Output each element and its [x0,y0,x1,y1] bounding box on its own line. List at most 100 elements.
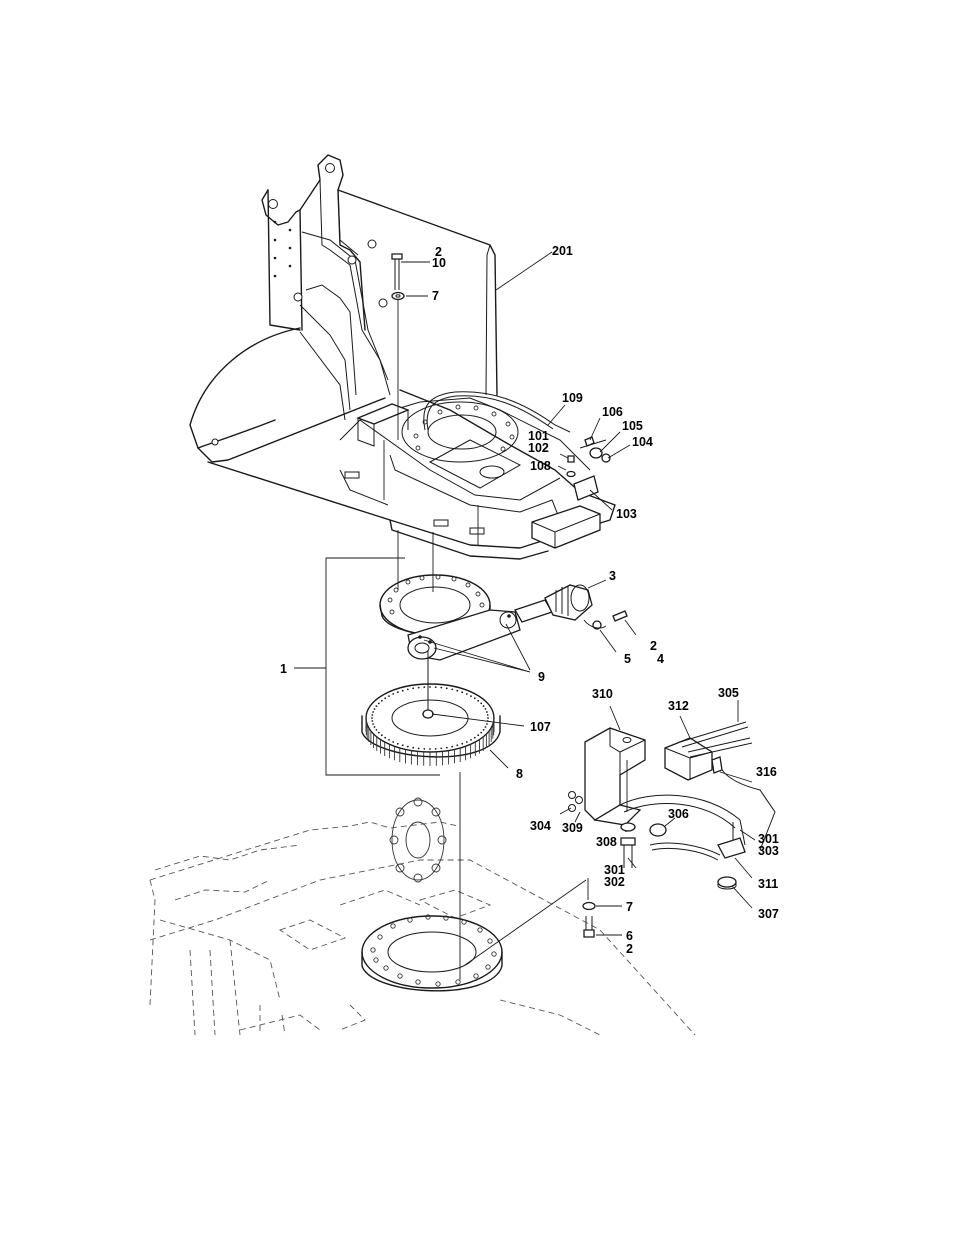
gear-tooth-mark [401,689,404,692]
gear-tooth-mark [440,747,443,750]
gear-tooth-mark [470,695,472,697]
gear-tooth-mark [371,717,373,719]
gear-tooth-mark [371,720,374,722]
callout-4: 4 [657,652,664,666]
gear-tooth-mark [417,686,420,689]
callout-307: 307 [758,907,779,921]
callout-305: 305 [718,686,739,700]
gear-tooth-mark [392,693,395,695]
bolt-lower [582,901,596,938]
slew-gear-ring [361,683,501,766]
callout-10: 10 [432,256,446,270]
callout-1: 1 [280,662,287,676]
callout-301: 301 [604,863,625,877]
callout-101: 101 [528,429,549,443]
callout-5: 5 [624,652,631,666]
gear-tooth-mark [477,734,480,737]
callout-301: 301 [758,832,779,846]
gear-tooth-mark [373,726,376,728]
gear-tooth-mark [486,723,488,725]
gear-tooth-mark [456,744,459,747]
gear-tooth-mark [377,702,380,705]
gear-tooth-mark [392,741,395,743]
gear-tooth-mark [461,691,464,694]
gear-tooth-mark [406,745,409,748]
gear-tooth-mark [396,742,399,745]
callout-309: 309 [562,821,583,835]
gear-tooth-mark [480,731,483,734]
gear-tooth-mark [384,736,387,739]
gear-tooth-mark [429,686,431,688]
bolt-top [391,253,405,301]
gear-tooth-mark [396,691,399,694]
gear-tooth-mark [380,699,383,702]
callout-6: 6 [626,929,633,943]
gear-tooth-mark [473,736,476,739]
gear-tooth-mark [375,729,378,731]
gear-tooth-mark [445,746,448,749]
gear-tooth-mark [473,697,476,700]
callout-310: 310 [592,687,613,701]
gear-tooth-mark [482,705,485,707]
gear-tooth-mark [487,717,489,719]
callout-2: 2 [650,639,657,653]
gear-tooth-mark [434,748,437,750]
turntable-frame [189,154,616,560]
gear-tooth-mark [434,686,437,688]
gear-tooth-mark [384,697,387,700]
callout-105: 105 [622,419,643,433]
gear-tooth-mark [429,748,431,750]
callout-106: 106 [602,405,623,419]
callout-108: 108 [530,459,551,473]
callout-8: 8 [516,767,523,781]
callout-9: 9 [538,670,545,684]
callout-306: 306 [668,807,689,821]
gear-tooth-mark [388,739,390,741]
gear-tooth-mark [484,726,487,728]
gear-tooth-mark [412,746,415,749]
gear-tooth-mark [372,711,374,713]
callout-103: 103 [616,507,637,521]
gear-tooth-mark [377,731,380,734]
gear-tooth-mark [486,711,488,713]
callout-303: 303 [758,844,779,858]
gear-tooth-mark [470,739,472,741]
callout-308: 308 [596,835,617,849]
callout-304: 304 [530,819,551,833]
gear-tooth-mark [482,729,485,731]
callout-7: 7 [626,900,633,914]
fitting-107 [422,650,434,719]
gear-tooth-mark [456,689,459,692]
gear-tooth-mark [401,744,404,747]
gear-tooth-mark [373,708,376,710]
gear-tooth-mark [451,745,454,748]
lower-chassis-outline [149,797,696,1036]
gear-tooth-mark [451,688,454,691]
callout-312: 312 [668,699,689,713]
gear-tooth-mark [372,723,374,725]
gear-tooth-mark [388,695,390,697]
gear-tooth-mark [465,693,468,695]
callout-311: 311 [758,877,778,891]
callout-2: 2 [626,942,633,956]
callout-2: 2 [435,245,442,259]
sensor-bracket-assembly [568,721,776,890]
gear-tooth-mark [371,714,374,716]
gear-tooth-mark [484,708,487,710]
callout-107: 107 [530,720,551,734]
callout-201: 201 [552,244,573,258]
gear-tooth-mark [477,699,480,702]
gear-tooth-mark [423,748,426,750]
gear-tooth-mark [380,734,383,737]
alignment-lines [294,300,628,980]
gear-tooth-mark [440,686,443,689]
gear-tooth-mark [375,705,378,707]
gear-tooth-mark [461,742,464,745]
gear-tooth-mark [417,747,420,750]
gear-tooth-mark [406,688,409,691]
callout-302: 302 [604,875,625,889]
gear-tooth-mark [412,687,415,690]
callout-3: 3 [609,569,616,583]
gear-tooth-mark [445,687,448,690]
